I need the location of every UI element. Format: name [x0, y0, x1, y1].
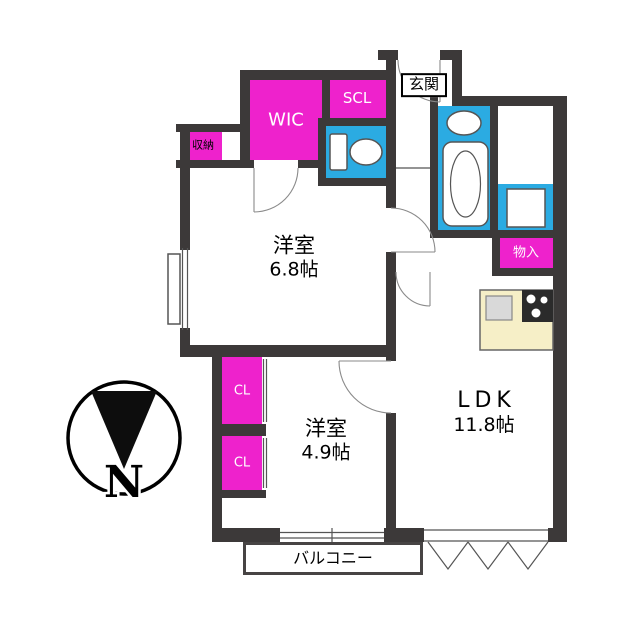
wall-segment	[322, 70, 330, 126]
wall-segment	[386, 50, 396, 208]
balcony-window	[280, 528, 384, 542]
wall-segment	[318, 118, 396, 126]
wall-segment	[298, 160, 326, 168]
wall-segment	[212, 345, 222, 542]
kitchen-sink-icon	[485, 295, 513, 321]
bathtub-basin-icon	[449, 150, 482, 218]
wall-segment	[212, 528, 280, 542]
wic-door-arc	[253, 167, 299, 213]
stove-burner-icon	[540, 296, 548, 304]
bedroom1-label: 洋室 6.8帖	[269, 233, 318, 280]
wall-segment	[318, 178, 396, 186]
wall-segment	[386, 413, 396, 542]
toilet-bowl-icon	[349, 138, 383, 166]
wall-segment	[180, 328, 190, 345]
bedroom1-door-arc	[390, 207, 436, 253]
bedroom2-name: 洋室	[305, 416, 347, 441]
stove-burner-icon	[526, 294, 536, 304]
entrance-label: 玄関	[400, 73, 448, 97]
bedroom2-door-arc	[338, 360, 392, 414]
wall-segment	[240, 70, 396, 80]
windows	[167, 248, 549, 571]
wic-room-floor	[250, 80, 322, 160]
storage-right-label: 物入	[512, 245, 540, 261]
balcony-outline	[243, 542, 423, 575]
ldk-label: LDK 11.8帖	[452, 388, 516, 436]
entrance-label-text: 玄関	[408, 75, 440, 94]
wall-segment	[212, 490, 266, 498]
scl-label: SCL	[342, 89, 372, 108]
wall-segment	[212, 424, 266, 436]
bedroom1-size: 6.8帖	[269, 258, 319, 281]
closet-doors-line	[262, 359, 268, 488]
ldk-window-rail	[424, 529, 548, 542]
ldk-door-arc	[395, 271, 431, 307]
ldk-size: 11.8帖	[453, 413, 515, 436]
wall-segment	[492, 230, 500, 276]
wall-segment	[452, 96, 567, 106]
toilet-tank-icon	[329, 133, 348, 171]
left-window	[181, 248, 189, 330]
wic-label: WIC	[268, 109, 304, 131]
fixtures	[329, 110, 554, 351]
balcony-label: バルコニー	[293, 548, 373, 568]
bedroom1-name: 洋室	[273, 233, 315, 258]
compass-n-label: N	[104, 457, 144, 508]
closet2-floor	[222, 436, 262, 490]
wall-segment	[176, 160, 254, 168]
wall-segment	[490, 96, 498, 238]
washbasin-icon	[446, 110, 482, 136]
wall-segment	[318, 126, 326, 186]
wall-segment	[180, 345, 396, 357]
storage-top-floor	[184, 132, 222, 160]
bedroom2-size: 4.9帖	[301, 441, 351, 464]
walls	[176, 50, 567, 542]
wall-segment	[386, 252, 396, 361]
wall-segment	[492, 268, 567, 276]
closet2-label: CL	[233, 455, 251, 471]
wall-segment	[240, 70, 250, 168]
north-compass: N	[66, 380, 182, 511]
wall-segment	[553, 96, 567, 542]
bedroom2-label: 洋室 4.9帖	[301, 416, 350, 463]
wall-segment	[180, 124, 190, 250]
washer-pan-icon	[506, 188, 546, 228]
bathtub-icon	[442, 141, 489, 227]
closet1-label: CL	[233, 383, 251, 399]
stove-burner-icon	[531, 308, 541, 318]
wall-segment	[430, 96, 438, 238]
left-window-sill	[167, 253, 181, 325]
ldk-bay-windows	[427, 541, 549, 571]
wall-segment	[176, 124, 250, 132]
storage-top-label: 収納	[192, 138, 214, 152]
ldk-name: LDK	[457, 387, 516, 413]
wall-segment	[452, 50, 462, 106]
closet1-floor	[222, 357, 262, 424]
storage-right-floor	[500, 238, 553, 268]
wall-segment	[440, 50, 462, 60]
scl-room-floor	[330, 80, 386, 118]
north-arrow-icon	[91, 391, 157, 469]
